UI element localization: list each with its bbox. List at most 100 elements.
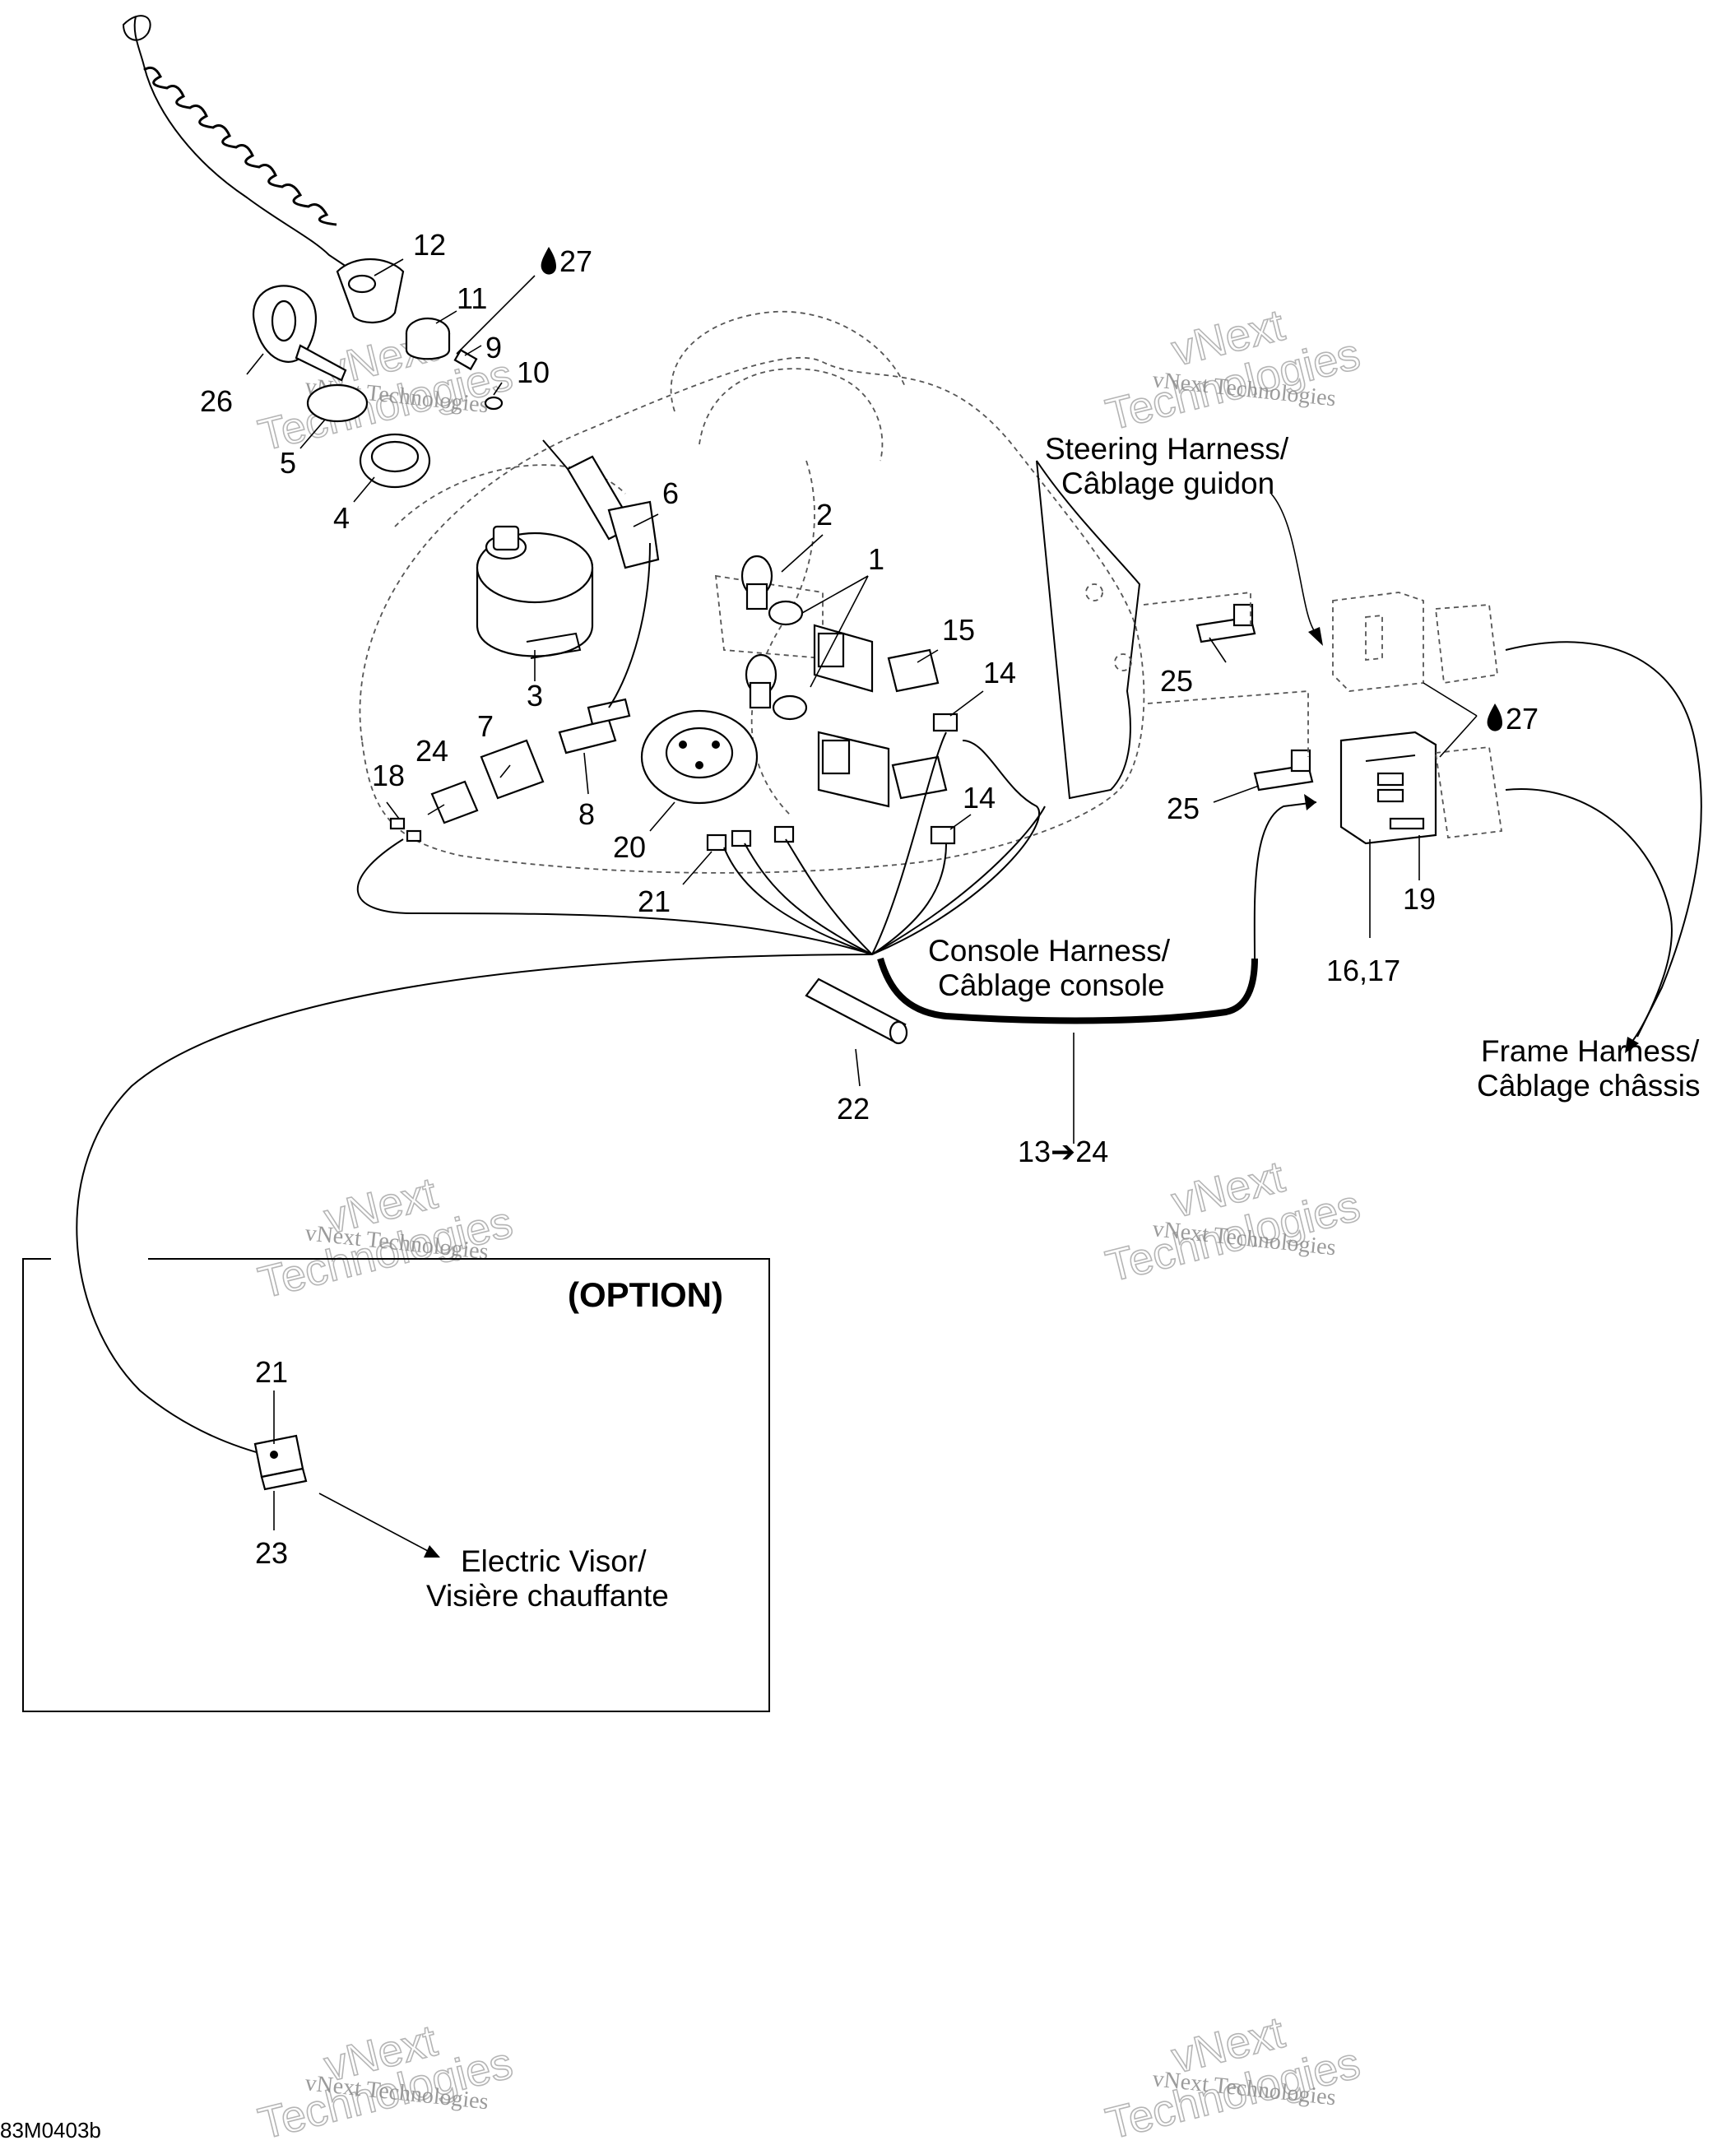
callout-27: 27	[1506, 702, 1539, 736]
watermark-bottom-right: vNext Technologies vNext Technologies	[1101, 2007, 1366, 2145]
callout-leaders	[246, 258, 1478, 1530]
callout-9: 9	[485, 331, 502, 364]
visor-leader	[318, 1493, 429, 1552]
frame-harness-label-fr: Câblage châssis	[1477, 1069, 1700, 1103]
bracket-hole	[1085, 583, 1103, 601]
watermark-mid-right: vNext Technologies vNext Technologies	[1101, 1151, 1366, 1292]
callout-10: 10	[517, 355, 550, 389]
drop-icon	[1487, 703, 1502, 731]
terminal-21	[706, 833, 727, 852]
callout-6: 6	[662, 476, 679, 510]
callout-25-upper: 25	[1160, 664, 1193, 698]
callout-8: 8	[578, 797, 595, 831]
watermark-mid-left: vNext Technologies vNext Technologies	[253, 1168, 518, 1308]
lubricant-27-right: 27	[1487, 702, 1539, 736]
ignition-switch	[476, 525, 594, 659]
callout-14-lower: 14	[963, 781, 996, 815]
switch-bezel-inner	[370, 440, 420, 473]
steering-harness-housing	[1332, 592, 1498, 692]
nut	[484, 396, 504, 411]
callout-13-24: 13➔24	[1018, 1135, 1108, 1168]
electric-visor-label-en: Electric Visor/	[461, 1544, 647, 1578]
callout-11: 11	[457, 281, 487, 315]
connector-6	[542, 439, 660, 569]
toggle-switch-lower	[745, 653, 890, 808]
visor-connector	[253, 1434, 308, 1491]
terminal-18	[406, 829, 422, 843]
connector-8	[587, 698, 631, 726]
connector-25-upper	[1195, 603, 1256, 643]
arrow-head	[1308, 627, 1323, 646]
connector-8	[558, 718, 617, 754]
arrow-head	[1625, 1037, 1639, 1053]
watermark-top-right: vNext Technologies vNext Technologies	[1101, 299, 1366, 440]
steering-leader	[1270, 493, 1317, 634]
callout-18: 18	[372, 759, 405, 792]
console-bracket	[1036, 460, 1141, 800]
console-harness-label-en: Console Harness/	[928, 934, 1171, 968]
console-harness	[877, 957, 1258, 1024]
callout-7: 7	[477, 709, 494, 743]
lubricant-27-top: 27	[541, 244, 592, 278]
connector-15	[891, 755, 948, 800]
callout-21-option: 21	[255, 1355, 288, 1389]
switch-nut	[306, 383, 369, 423]
callout-25-lower: 25	[1167, 792, 1200, 825]
arrow-head	[424, 1545, 440, 1558]
sleeve-22	[805, 977, 908, 1045]
steering-harness-label-fr: Câblage guidon	[1061, 467, 1274, 500]
connector-14	[930, 825, 956, 845]
harness-connector-lead	[1253, 801, 1317, 959]
callout-21-console: 21	[638, 884, 671, 918]
tether-cord	[122, 15, 355, 272]
drawing-reference: 83M0403b	[0, 2118, 101, 2143]
electric-visor-label-fr: Visière chauffante	[426, 1579, 669, 1613]
callout-20: 20	[613, 830, 646, 864]
steering-harness-label-en: Steering Harness/	[1045, 432, 1289, 466]
callout-15: 15	[942, 613, 975, 647]
tether-switch	[405, 317, 451, 360]
callout-27: 27	[559, 244, 592, 278]
connector-15	[887, 648, 940, 693]
callout-2: 2	[816, 498, 833, 532]
toggle-switch-upper	[740, 555, 874, 693]
frame-harness-label-en: Frame Harness/	[1481, 1034, 1700, 1068]
terminal-21	[731, 829, 752, 847]
frame-harness-wire	[1505, 788, 1673, 1038]
console-harness-wires	[76, 542, 1046, 1457]
callout-16-17: 16,17	[1326, 954, 1400, 987]
clip	[453, 348, 478, 371]
callout-3: 3	[527, 679, 543, 713]
callout-26: 26	[200, 384, 233, 418]
tether-cap-eye	[347, 274, 377, 294]
watermark-bottom-left: vNext Technologies vNext Technologies	[253, 2015, 518, 2145]
leader-dashed	[1143, 591, 1251, 625]
callout-19: 19	[1403, 882, 1436, 916]
connector-7	[480, 739, 545, 800]
socket-20	[640, 709, 759, 805]
option-label: (OPTION)	[568, 1275, 723, 1314]
callout-14-upper: 14	[983, 656, 1016, 689]
connector-25-lower	[1253, 749, 1314, 792]
callout-5: 5	[280, 446, 296, 480]
frame-connector-housing	[1339, 731, 1437, 845]
ignition-key	[253, 285, 347, 382]
terminal-21	[773, 825, 795, 843]
option-box	[22, 1258, 770, 1712]
callout-1: 1	[868, 542, 884, 576]
callout-23: 23	[255, 1536, 288, 1570]
connector-24	[430, 780, 479, 824]
leader-dashed	[1147, 690, 1309, 757]
terminal-18	[389, 817, 406, 830]
connector-19	[1434, 746, 1503, 839]
arrow-head	[1304, 794, 1316, 810]
console-harness-label-fr: Câblage console	[938, 968, 1165, 1002]
bracket-hole	[1114, 653, 1132, 671]
callout-12: 12	[413, 228, 446, 262]
callout-4: 4	[333, 501, 350, 535]
connector-14	[932, 713, 959, 732]
callout-22: 22	[837, 1092, 870, 1126]
drop-icon	[541, 247, 556, 275]
callout-24: 24	[415, 734, 448, 768]
